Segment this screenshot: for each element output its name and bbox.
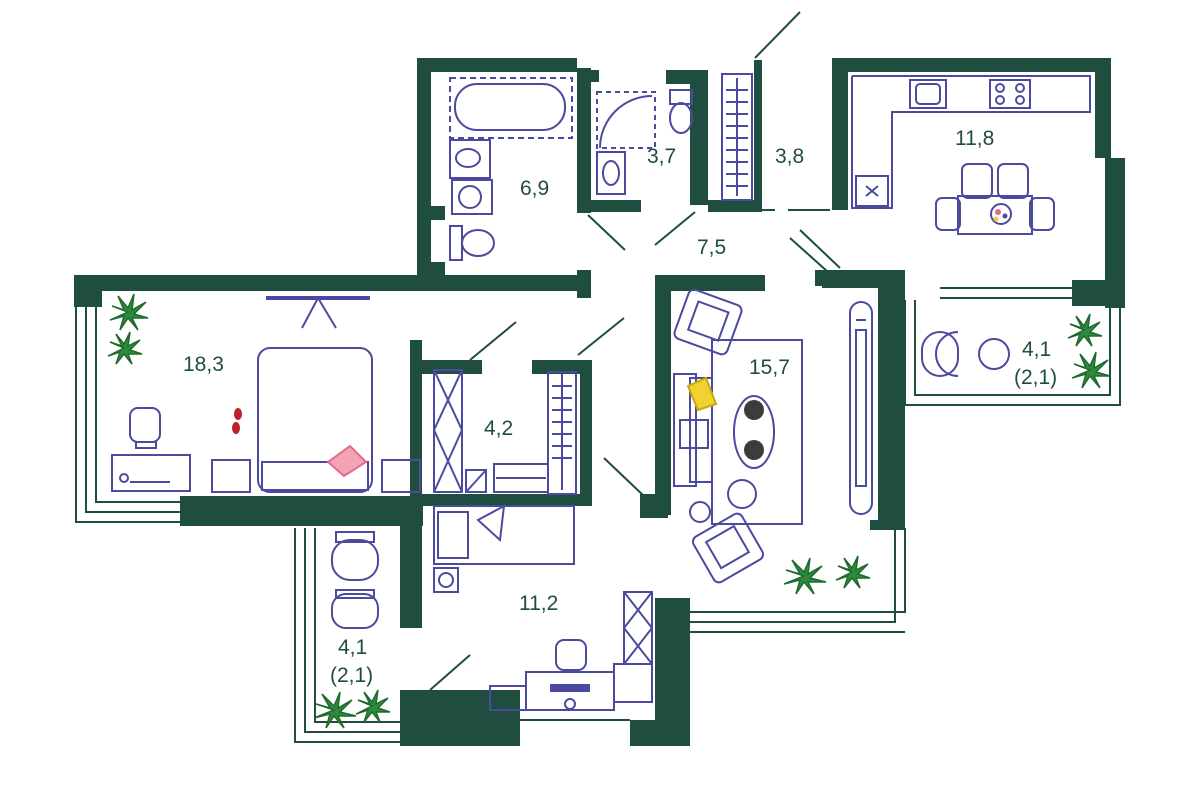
area-labels: 6,9 3,7 3,8 11,8 7,5 18,3 4,2 15,7 4,1 (…: [183, 127, 1057, 687]
yellow-pillow-icon: [686, 376, 718, 412]
pink-pillow-icon: [326, 444, 368, 478]
tv-stand-icon: [849, 301, 873, 515]
washing-machine-icon: [451, 179, 493, 215]
plant-icon: [313, 691, 357, 729]
dining-table-icon: [935, 163, 1055, 235]
bedroom-area: 18,3: [183, 353, 224, 376]
bathtub-icon: [449, 77, 573, 139]
armchair-icon: [673, 288, 743, 356]
plant-icon: [355, 689, 391, 723]
sink-small-icon: [596, 151, 626, 195]
toilet-icon: [449, 225, 495, 261]
rug-icon: [689, 339, 803, 525]
armchair-icon-2: [691, 512, 765, 584]
accents: [232, 209, 1008, 478]
kitchen-counter-icon: [851, 75, 1091, 209]
kitchen-area: 11,8: [955, 127, 994, 150]
bowl-icon: [993, 209, 1008, 222]
door-lines: [429, 11, 841, 691]
desk-chair-icon: [111, 407, 191, 492]
plant-icon: [1071, 351, 1111, 389]
heater-icon: [433, 567, 459, 593]
sink-icon: [449, 139, 491, 179]
balcony-left-area: 4,1: [338, 636, 367, 659]
plant-icon: [109, 293, 149, 331]
plants: [107, 293, 1111, 729]
bathroom-area: 6,9: [520, 177, 549, 200]
wardrobe-icon: [721, 73, 753, 201]
double-bed-icon: [211, 347, 421, 493]
slippers-icon: [232, 408, 242, 434]
closet-area: 4,2: [484, 417, 513, 440]
living-room-area: 15,7: [749, 356, 790, 379]
plant-icon: [107, 331, 143, 365]
kids-room-area: 11,2: [519, 592, 558, 615]
balcony-chair-icon: [921, 331, 1010, 377]
coffee-table-icon: [744, 400, 764, 460]
toilet-area: 3,7: [647, 145, 676, 168]
furniture: [111, 73, 1091, 711]
closet-shelves-icon: [433, 369, 577, 495]
shower-icon: [596, 91, 656, 149]
balcony-right-area: 4,1: [1022, 338, 1051, 361]
single-bed-icon: [433, 504, 575, 565]
plant-icon: [835, 555, 871, 589]
walls: [74, 58, 1125, 746]
toilet-small-icon: [669, 89, 693, 134]
kids-desk-icon: [489, 639, 615, 711]
balcony-left-reduced-area: (2,1): [330, 664, 373, 687]
kids-wardrobe-icon: [613, 591, 653, 703]
plant-icon: [783, 557, 827, 595]
tv-icon: [266, 296, 370, 329]
plant-icon: [1067, 313, 1103, 347]
balcony-right-reduced-area: (2,1): [1014, 366, 1057, 389]
wardrobe-hall-area: 3,8: [775, 145, 804, 168]
hall-area: 7,5: [697, 236, 726, 259]
balcony-chairs-icon: [331, 531, 379, 629]
